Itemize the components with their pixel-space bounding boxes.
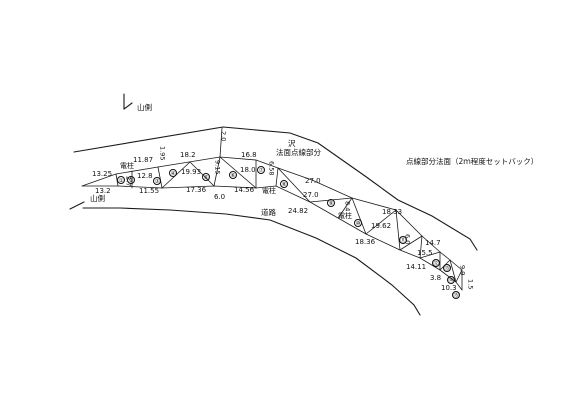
dim-label: 1.5: [466, 279, 475, 290]
parcel-number: ②: [127, 176, 135, 184]
dim-label: 19.93: [181, 168, 202, 176]
north-marker-head: [123, 102, 133, 110]
parcel-divider-23: [455, 269, 463, 283]
dim-label: 6.58: [267, 161, 276, 176]
parcel-divider-10: [275, 167, 279, 187]
label-denchu-3: 電柱: [338, 212, 352, 220]
dim-label: 11.55: [139, 187, 160, 195]
parcel-number: ③: [153, 177, 161, 185]
parcel-number: ⑭: [447, 276, 455, 284]
dim-label: 27.0: [305, 177, 321, 185]
parcel-divider-11: [277, 167, 311, 203]
dim-label: 18.36: [355, 238, 376, 246]
parcel-number: ⑧: [280, 180, 288, 188]
parcel-divider-8: [219, 156, 257, 189]
label-doro: 道路: [261, 208, 276, 217]
parcel-number: ⑫: [432, 259, 440, 267]
dim-label: 9.9: [458, 265, 467, 276]
parcel-divider-6: [213, 156, 221, 187]
dim-label: 3.8: [430, 274, 442, 282]
parcel-number: ⑥: [229, 171, 237, 179]
dim-label: 24.82: [288, 207, 309, 215]
dim-label: 19.62: [371, 222, 392, 230]
parcel-number: ④: [169, 169, 177, 177]
label-homen-tensen: 法面点線部分: [276, 148, 321, 157]
dim-label: 18.0: [240, 166, 256, 174]
dim-label: 1.95: [158, 146, 167, 161]
dim-label: 11.87: [133, 156, 154, 164]
parcel-divider-17: [399, 235, 423, 251]
parcel-divider-13: [337, 197, 353, 219]
dim-label: 17.36: [186, 186, 207, 194]
dim-label: 6.0: [214, 193, 226, 201]
parcel-number: ⑨: [327, 199, 335, 207]
label-denchu-1: 電柱: [120, 162, 134, 170]
dim-label: 14.7: [425, 239, 441, 247]
dim-label: 10.3: [441, 284, 457, 292]
dim-label: 6.0: [403, 234, 412, 245]
dim-label: 14.11: [406, 263, 427, 271]
dim-label: 15.5: [417, 249, 433, 257]
dim-label: 27.0: [303, 191, 319, 199]
dim-label: 14.56: [234, 186, 255, 194]
parcel-bottom-edge: [81, 185, 463, 291]
dim-label: 13.25: [92, 170, 113, 178]
label-yama-top: 山側: [137, 103, 152, 112]
label-tensen-note: 点線部分法面（2ｍ程度セットバック）: [406, 157, 539, 166]
parcel-divider-22: [449, 259, 457, 283]
parcel-number: ⑮: [452, 291, 460, 299]
parcel-divider-18: [419, 235, 423, 259]
dim-label: 18.2: [180, 151, 196, 159]
parcel-divider-14: [351, 197, 367, 235]
label-denchu-2: 電柱: [262, 187, 276, 195]
dim-label: 12.8: [137, 172, 153, 180]
dim-label: 18.33: [382, 208, 403, 216]
parcel-divider-19: [419, 251, 441, 259]
label-sawa: 沢: [288, 139, 296, 148]
parcel-number: ⑬: [443, 264, 451, 272]
dim-label: 2.0: [219, 131, 228, 142]
dim-label: 13.2: [95, 187, 111, 195]
dim-label: 8.4: [343, 201, 352, 212]
parcel-divider-15: [365, 209, 397, 235]
mountain-side-boundary: [73, 126, 478, 251]
parcel-number: ①: [117, 176, 125, 184]
parcel-number: ⑪: [399, 236, 407, 244]
road-side-boundary: [82, 207, 421, 316]
dim-label: 9.15: [213, 160, 222, 175]
dim-label: 16.8: [241, 151, 257, 159]
parcel-divider-16: [395, 209, 401, 251]
label-yama-left: 山側: [90, 194, 105, 203]
parcel-number: ⑩: [354, 219, 362, 227]
parcel-number: ⑤: [202, 173, 210, 181]
parcel-divider-7: [219, 127, 223, 158]
left-marker-line: [69, 201, 85, 210]
parcel-number: ⑦: [257, 166, 265, 174]
